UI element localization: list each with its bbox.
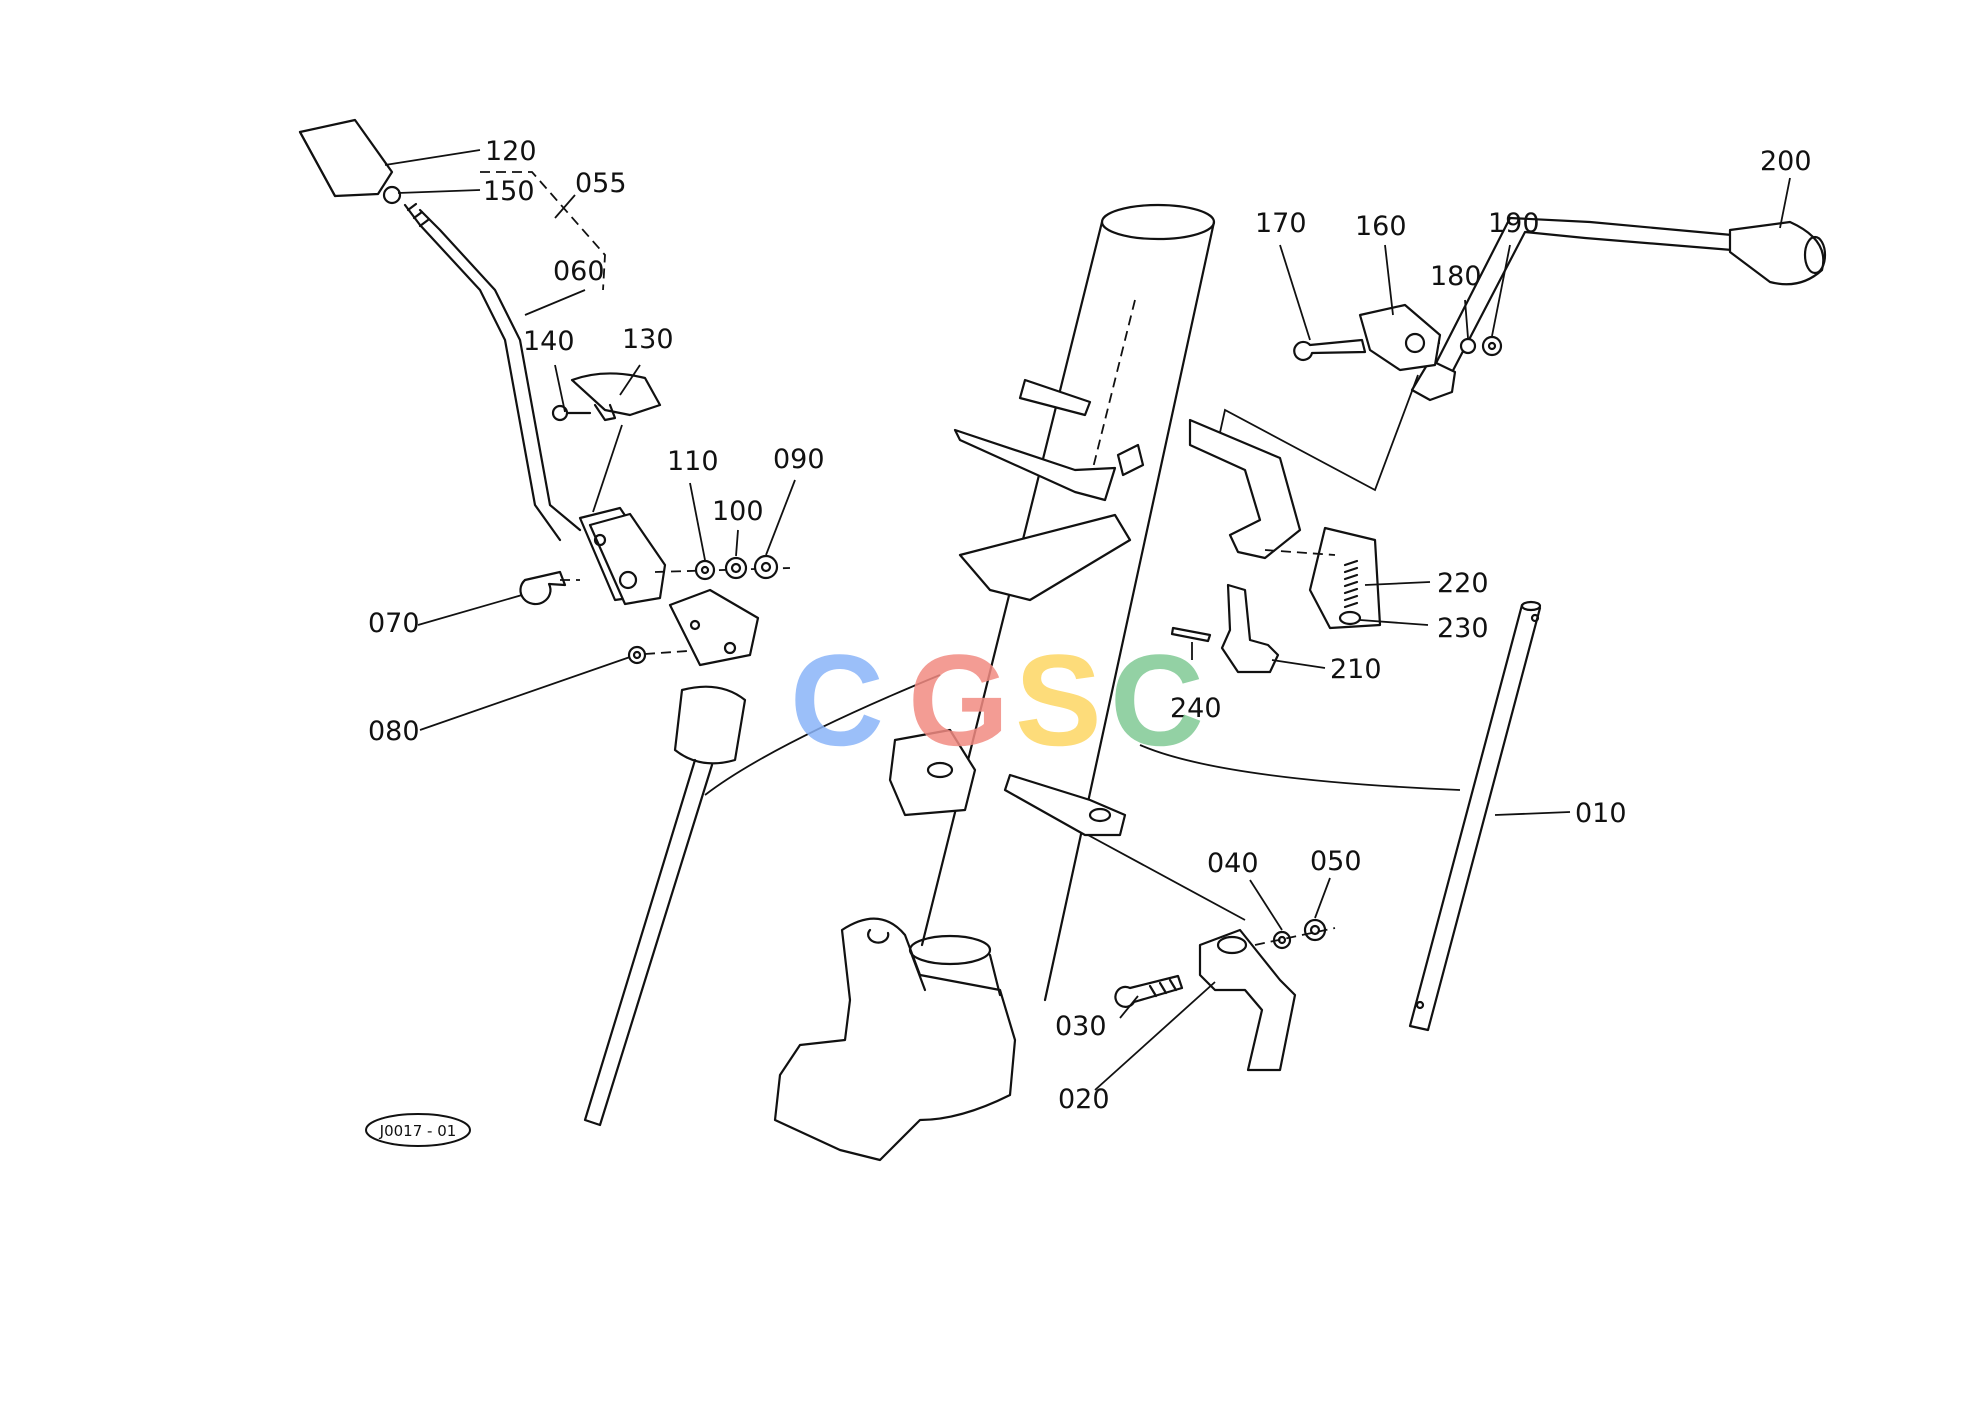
watermark-letter-3: S [1015, 627, 1102, 773]
leader-lines [384, 149, 1791, 1091]
watermark-letter-2: G [908, 627, 1009, 773]
label-020: 020 [1058, 1084, 1110, 1115]
label-140: 140 [523, 326, 575, 357]
label-055: 055 [575, 168, 627, 199]
drawing-reference-label: J0017 - 01 [379, 1122, 457, 1140]
label-240: 240 [1170, 693, 1222, 724]
steering-column [773, 203, 1216, 1162]
label-150: 150 [483, 176, 535, 207]
label-190: 190 [1488, 208, 1540, 239]
watermark-letter-4: C [1110, 627, 1204, 773]
lever-cap-and-screw [551, 372, 662, 513]
label-030: 030 [1055, 1011, 1107, 1042]
label-110: 110 [667, 446, 719, 477]
part-labels: 120 150 055 060 140 130 110 100 090 070 … [368, 136, 1812, 1115]
label-220: 220 [1437, 568, 1489, 599]
label-130: 130 [622, 324, 674, 355]
drawing-reference: J0017 - 01 [365, 1113, 471, 1147]
clamp-assembly [1214, 303, 1503, 492]
watermark: C G S C [790, 627, 1204, 773]
fastener-stack [627, 554, 791, 665]
label-010: 010 [1575, 798, 1627, 829]
shift-rod [583, 588, 941, 1127]
watermark-letter-1: C [790, 627, 884, 773]
label-200: 200 [1760, 146, 1812, 177]
lower-bracket-assembly [1087, 834, 1336, 1072]
label-210: 210 [1330, 654, 1382, 685]
label-100: 100 [712, 496, 764, 527]
shift-lever-assembly [298, 118, 667, 606]
label-170: 170 [1255, 208, 1307, 239]
label-230: 230 [1437, 613, 1489, 644]
label-080: 080 [368, 716, 420, 747]
label-040: 040 [1207, 848, 1259, 879]
label-180: 180 [1430, 261, 1482, 292]
label-060: 060 [553, 256, 605, 287]
upper-right-lever [1400, 216, 1827, 402]
label-050: 050 [1310, 846, 1362, 877]
label-160: 160 [1355, 211, 1407, 242]
long-rod [1139, 600, 1542, 1032]
label-090: 090 [773, 444, 825, 475]
label-120: 120 [485, 136, 537, 167]
label-070: 070 [368, 608, 420, 639]
detent-assembly [1170, 418, 1382, 674]
